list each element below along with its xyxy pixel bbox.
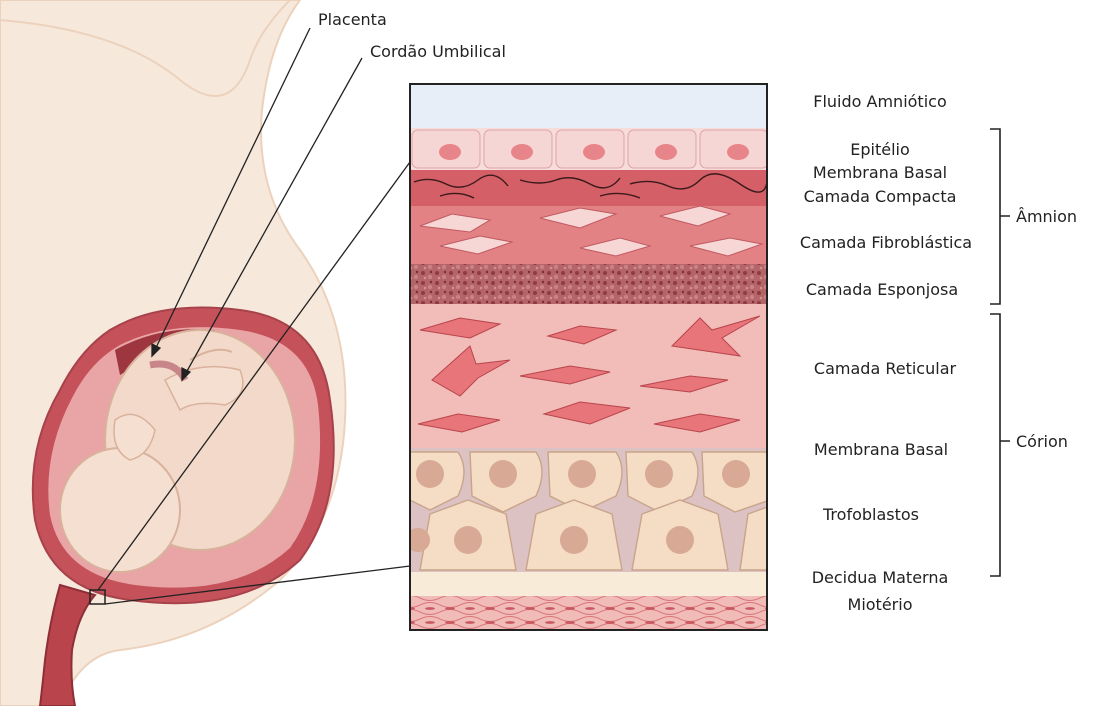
layer-basement-compact — [410, 170, 767, 206]
basement-membrane-amnion-label: Membrana Basal — [813, 163, 947, 182]
tissue-layers-panel — [400, 84, 770, 630]
layer-decidua — [410, 572, 767, 596]
epithelial-cells — [412, 130, 768, 168]
epithelium-label: Epitélio — [850, 140, 910, 159]
placenta-label: Placenta — [318, 10, 387, 29]
maternal-decidua-label: Decidua Materna — [812, 568, 949, 587]
layer-amniotic-fluid — [410, 84, 767, 128]
pregnant-body-illustration — [0, 0, 345, 706]
spongy-layer-label: Camada Esponjosa — [806, 280, 958, 299]
chorion-bracket — [990, 314, 1010, 576]
brackets — [990, 129, 1010, 576]
layer-spongy — [410, 264, 767, 304]
amnion-group-label: Âmnion — [1016, 207, 1077, 226]
myometrium-label: Miotério — [848, 595, 913, 614]
chorion-group-label: Córion — [1016, 432, 1068, 451]
trophoblasts-label: Trofoblastos — [823, 505, 919, 524]
layer-myometrium — [410, 596, 767, 630]
amnion-bracket — [990, 129, 1010, 304]
amniotic-fluid-label: Fluido Amniótico — [813, 92, 946, 111]
basement-membrane-chorion-label: Membrana Basal — [814, 440, 948, 459]
fibroblast-layer-label: Camada Fibroblástica — [800, 233, 972, 252]
compact-layer-label: Camada Compacta — [804, 187, 957, 206]
reticular-layer-label: Camada Reticular — [814, 359, 956, 378]
umbilical-cord-label: Cordão Umbilical — [370, 42, 506, 61]
